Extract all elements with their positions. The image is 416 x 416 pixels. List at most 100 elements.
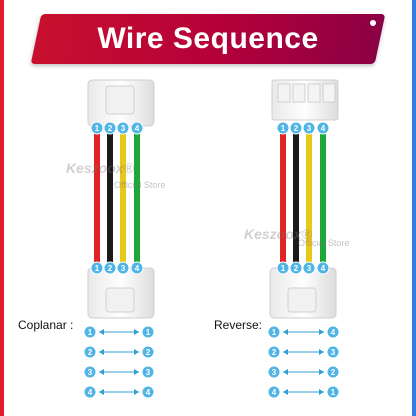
svg-text:4: 4 [88,388,93,397]
coplanar-arrowhead-right-3 [134,369,139,375]
svg-text:4: 4 [321,124,326,133]
right-top-pin-3 [307,83,321,103]
reverse-arrowhead-right-3 [319,369,324,375]
svg-text:2: 2 [331,368,336,377]
watermark-left-store: Official Store [114,180,166,190]
reverse-arrowhead-left-4 [283,389,288,395]
svg-text:1: 1 [95,264,100,273]
svg-text:1: 1 [95,124,100,133]
coplanar-sequence: 1 1 2 2 3 3 4 4 [83,325,155,399]
reverse-arrowhead-left-3 [283,369,288,375]
watermark-left-brand: Keszoox® [66,160,134,176]
left-wire-4 [134,124,140,272]
right-top-pin-badge-1: 1 [276,121,290,135]
svg-text:4: 4 [135,124,140,133]
right-wire-3 [306,124,312,272]
left-bottom-pin-badge-2: 2 [103,261,117,275]
svg-text:3: 3 [88,368,93,377]
svg-text:1: 1 [146,328,151,337]
coplanar-right-badge-2: 2 [141,345,155,359]
svg-text:3: 3 [331,348,336,357]
right-top-pin-2 [292,83,306,103]
reverse-arrowhead-left-2 [283,349,288,355]
coplanar-right-badge-1: 1 [141,325,155,339]
coplanar-left-badge-3: 3 [83,365,97,379]
left-bottom-pin-badge-3: 3 [116,261,130,275]
right-wire-4 [320,124,326,272]
right-top-pin-1 [277,83,291,103]
left-accent-strip [0,0,4,416]
reverse-right-badge-1: 4 [326,325,340,339]
svg-text:3: 3 [307,124,312,133]
svg-text:3: 3 [121,264,126,273]
right-wire-1 [280,124,286,272]
left-top-pin-badge-1: 1 [90,121,104,135]
svg-text:4: 4 [331,328,336,337]
reverse-left-badge-3: 3 [267,365,281,379]
coplanar-arrowhead-left-3 [99,369,104,375]
right-bottom-pin-badge-3: 3 [302,261,316,275]
banner-title: Wire Sequence [97,22,319,55]
banner-dot [370,20,376,26]
reverse-label: Reverse: [214,318,263,332]
svg-text:3: 3 [272,368,277,377]
right-bottom-pin-badge-4: 4 [316,261,330,275]
left-bottom-pin-badge-4: 4 [130,261,144,275]
svg-text:1: 1 [281,264,286,273]
coplanar-right-badge-3: 3 [141,365,155,379]
svg-text:1: 1 [88,328,93,337]
right-bottom-pin-badge-2: 2 [289,261,303,275]
left-top-pin-badge-4: 4 [130,121,144,135]
left-wire-2 [107,124,113,272]
coplanar-left-badge-1: 1 [83,325,97,339]
coplanar-arrowhead-right-1 [134,329,139,335]
coplanar-arrowhead-left-4 [99,389,104,395]
reverse-right-badge-4: 1 [326,385,340,399]
svg-text:2: 2 [146,348,151,357]
right-top-pin-badge-4: 4 [316,121,330,135]
right-top-pin-badge-3: 3 [302,121,316,135]
right-bottom-latch [287,287,317,313]
right-bottom-pin-badge-1: 1 [276,261,290,275]
coplanar-arrowhead-right-4 [134,389,139,395]
coplanar-arrowhead-left-2 [99,349,104,355]
svg-text:4: 4 [321,264,326,273]
svg-text:2: 2 [108,264,113,273]
svg-text:2: 2 [108,124,113,133]
right-wire-2 [293,124,299,272]
left-top-pin-badge-2: 2 [103,121,117,135]
svg-text:1: 1 [272,328,277,337]
reverse-left-badge-1: 1 [267,325,281,339]
left-bottom-pin-badge-1: 1 [90,261,104,275]
right-accent-strip [412,0,416,416]
svg-text:3: 3 [121,124,126,133]
left-top-latch [105,85,135,115]
coplanar-label: Coplanar : [18,318,74,332]
coplanar-arrowhead-right-2 [134,349,139,355]
left-bottom-latch [105,287,135,313]
svg-text:4: 4 [272,388,277,397]
svg-text:2: 2 [88,348,93,357]
reverse-arrowhead-right-4 [319,389,324,395]
svg-text:4: 4 [135,264,140,273]
reverse-arrowhead-right-1 [319,329,324,335]
left-wire-1 [94,124,100,272]
svg-text:3: 3 [146,368,151,377]
svg-text:3: 3 [307,264,312,273]
coplanar-right-badge-4: 4 [141,385,155,399]
right-top-pin-badge-2: 2 [289,121,303,135]
coplanar-arrowhead-left-1 [99,329,104,335]
left-wire-3 [120,124,126,272]
svg-text:2: 2 [294,124,299,133]
coplanar-left-badge-2: 2 [83,345,97,359]
right-top-pin-4 [322,83,336,103]
svg-text:1: 1 [331,388,336,397]
watermark-right-store: Official Store [298,238,350,248]
reverse-arrowhead-left-1 [283,329,288,335]
reverse-left-badge-4: 4 [267,385,281,399]
svg-text:2: 2 [294,264,299,273]
